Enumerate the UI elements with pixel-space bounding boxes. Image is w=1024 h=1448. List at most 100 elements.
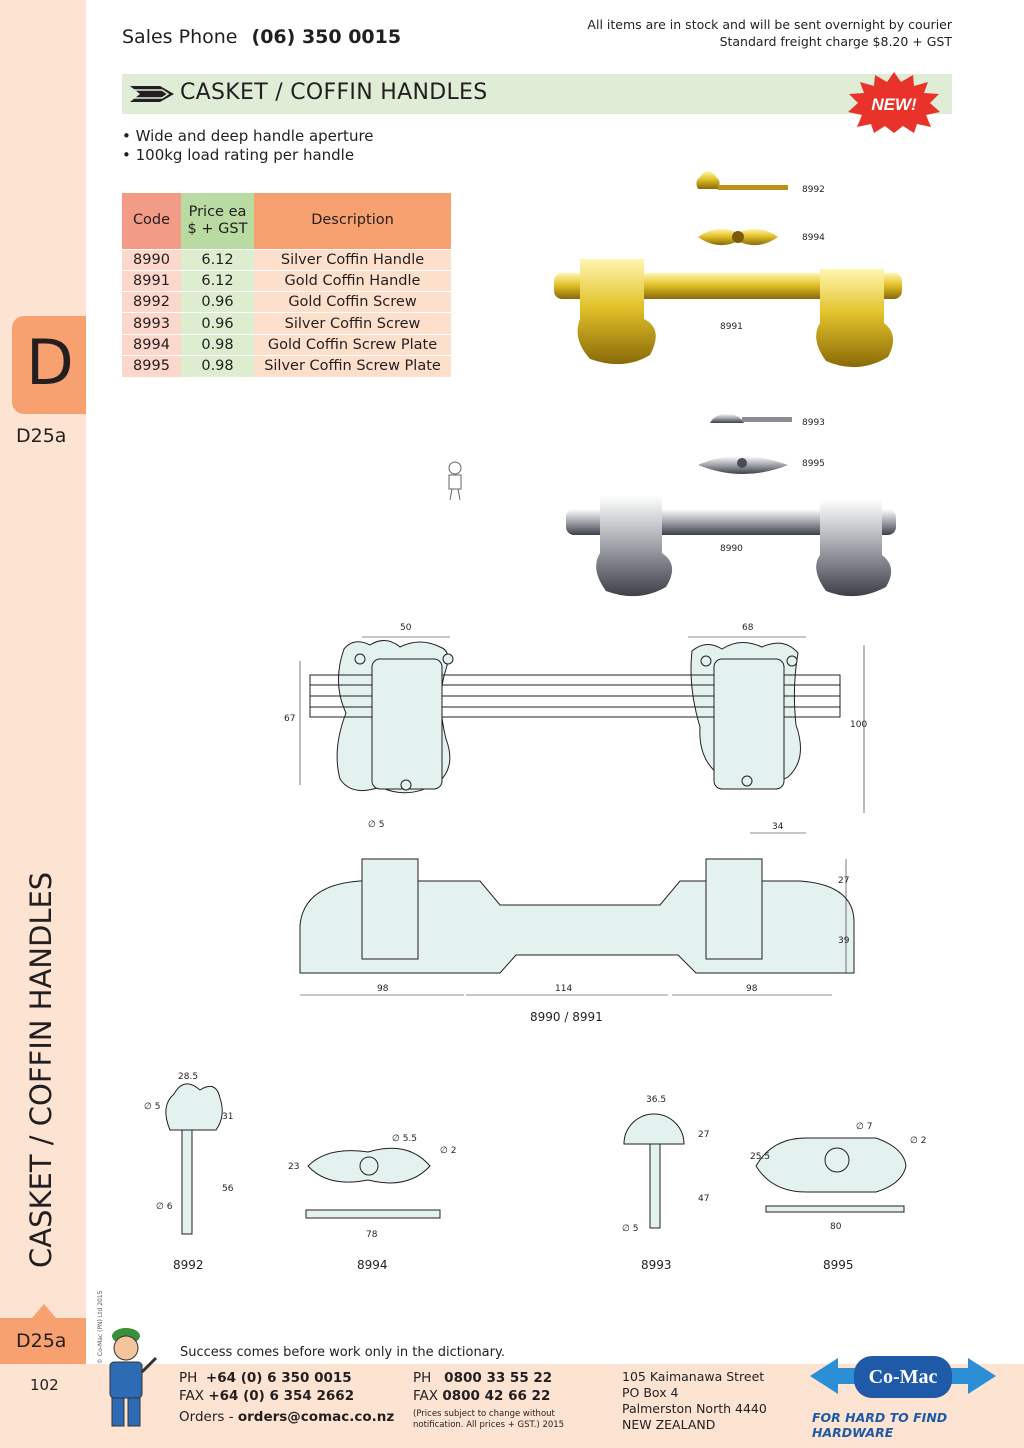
mascot-small-icon: [448, 461, 462, 501]
sales-phone: Sales Phone (06) 350 0015: [122, 26, 401, 48]
arrow-icon: [130, 86, 174, 102]
dim-47: 47: [698, 1194, 710, 1204]
ph2-label: PH: [413, 1370, 432, 1386]
silver-screw-plate-photo: [698, 456, 788, 474]
stock-line-1: All items are in stock and will be sent …: [587, 17, 952, 32]
price-cell: 6.12: [181, 248, 254, 271]
description-cell: Silver Coffin Screw: [254, 312, 451, 335]
dim-78: 78: [366, 1230, 378, 1240]
caption-8994: 8994: [357, 1258, 388, 1272]
photo-label-8990: 8990: [720, 544, 743, 554]
dim-98-right: 98: [746, 984, 758, 994]
phone-number[interactable]: +64 (0) 6 350 0015: [205, 1370, 352, 1386]
feature-item: • 100kg load rating per handle: [122, 146, 355, 164]
dim-100: 100: [850, 720, 868, 730]
contact-block: PH +64 (0) 6 350 0015 FAX +64 (0) 6 354 …: [179, 1369, 394, 1426]
stock-notice: All items are in stock and will be sent …: [587, 16, 952, 50]
new-badge-icon: NEW!: [848, 72, 940, 133]
dim-23: 23: [288, 1162, 300, 1172]
photo-label-8994: 8994: [802, 233, 825, 243]
col-description-header: Description: [254, 193, 451, 249]
dim-28-5: 28.5: [178, 1072, 199, 1082]
gold-handle-photo: [554, 259, 902, 368]
fax-label: FAX: [179, 1388, 205, 1404]
dim-27-screw: 27: [698, 1130, 710, 1140]
silver-screw-photo: [710, 413, 792, 423]
dim-67: 67: [284, 714, 296, 724]
code-tab-notch: [32, 1304, 56, 1318]
price-note-2: notification. All prices + GST.) 2015: [413, 1420, 565, 1430]
caption-8993: 8993: [641, 1258, 672, 1272]
section-title: CASKET / COFFIN HANDLES: [180, 80, 488, 105]
section-sidebar: D D25a CASKET / COFFIN HANDLES D25a: [0, 0, 86, 1448]
code-cell: 8990: [122, 248, 181, 271]
dim-8994-d2: ∅ 2: [440, 1146, 457, 1156]
page-code-tab: D25a: [0, 1318, 86, 1364]
photo-label-8995: 8995: [802, 459, 825, 469]
orders-email[interactable]: orders@comac.co.nz: [237, 1409, 395, 1425]
dim-25-5: 25.5: [750, 1152, 771, 1162]
price-note-1: (Prices subject to change without: [413, 1409, 555, 1419]
page-number: 102: [30, 1376, 59, 1394]
dim-34: 34: [772, 822, 784, 832]
dim-8994-d55: ∅ 5.5: [392, 1134, 418, 1144]
page-code-bottom: D25a: [16, 1330, 67, 1352]
dim-39: 39: [838, 936, 850, 946]
price-cell: 0.96: [181, 312, 254, 335]
photo-label-8992: 8992: [802, 185, 825, 195]
ph-label: PH: [179, 1370, 198, 1386]
freefax-number: 0800 42 66 22: [442, 1388, 551, 1404]
handle-technical-drawing: [299, 636, 865, 996]
description-cell: Gold Coffin Screw: [254, 291, 451, 313]
section-tab[interactable]: D: [12, 316, 86, 414]
code-cell: 8993: [122, 312, 181, 335]
address-line: 105 Kaimanawa Street: [622, 1369, 765, 1384]
price-cell: 6.12: [181, 269, 254, 292]
fax-number: +64 (0) 6 354 2662: [208, 1388, 355, 1404]
dim-68: 68: [742, 623, 754, 633]
code-cell: 8991: [122, 269, 181, 292]
dim-56: 56: [222, 1184, 234, 1194]
dim-8992-d5: ∅ 5: [144, 1102, 161, 1112]
orders-label: Orders -: [179, 1409, 234, 1425]
comac-logo[interactable]: Co-Mac: [810, 1354, 996, 1406]
freephone-block: PH 0800 33 55 22 FAX 0800 42 66 22 (Pric…: [413, 1369, 564, 1431]
dim-31: 31: [222, 1112, 234, 1122]
address-line: PO Box 4: [622, 1385, 679, 1400]
description-cell: Silver Coffin Screw Plate: [254, 354, 451, 377]
description-cell: Gold Coffin Screw Plate: [254, 333, 451, 356]
page-code-top: D25a: [16, 425, 67, 447]
address-line: Palmerston North 4440: [622, 1401, 767, 1416]
sales-phone-number[interactable]: (06) 350 0015: [251, 26, 402, 48]
col-price-header: Price ea$ + GST: [181, 193, 254, 249]
logo-tagline: FOR HARD TO FIND HARDWARE: [812, 1410, 948, 1440]
dim-36-5: 36.5: [646, 1095, 667, 1105]
product-photos: [554, 171, 902, 597]
code-cell: 8995: [122, 354, 181, 377]
price-cell: 0.98: [181, 333, 254, 356]
handle-drawing-caption: 8990 / 8991: [530, 1010, 603, 1024]
freephone-number[interactable]: 0800 33 55 22: [444, 1370, 553, 1386]
gold-screw-plate-photo: [698, 228, 778, 246]
vertical-section-title: CASKET / COFFIN HANDLES: [24, 871, 58, 1268]
stock-line-2: Standard freight charge $8.20 + GST: [719, 34, 952, 49]
fax2-label: FAX: [413, 1388, 439, 1404]
dim-8995-d7: ∅ 7: [856, 1122, 873, 1132]
description-cell: Silver Coffin Handle: [254, 248, 451, 271]
table-header-row: Code Price ea$ + GST Description: [122, 193, 451, 249]
section-letter: D: [26, 326, 74, 399]
sales-phone-label: Sales Phone: [122, 26, 238, 48]
address-line: NEW ZEALAND: [622, 1417, 716, 1432]
dim-8995-d2: ∅ 2: [910, 1136, 927, 1146]
section-title-bar: CASKET / COFFIN HANDLES: [122, 74, 952, 114]
dim-80: 80: [830, 1222, 842, 1232]
address-block: 105 Kaimanawa Street PO Box 4 Palmerston…: [622, 1369, 767, 1433]
dim-hole-5: ∅ 5: [368, 820, 385, 830]
